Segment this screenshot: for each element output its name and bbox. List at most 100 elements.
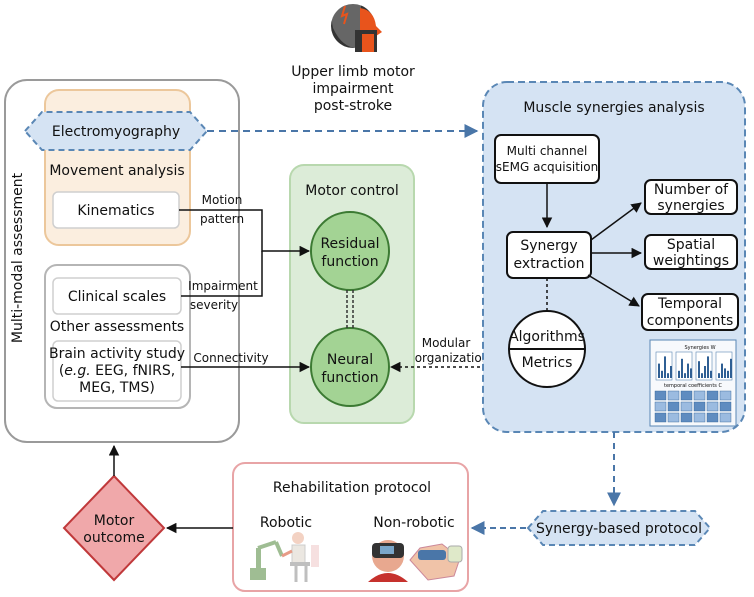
synergy-plot-thumbnail: Synergies W temporal coefficients C: [649, 339, 737, 427]
synergy-based-protocol-label: Synergy-based protocol: [536, 521, 702, 537]
thumbnail-weights: [655, 351, 733, 381]
thumbnail-cell: [719, 412, 732, 423]
residual-function-line2: function: [321, 254, 378, 270]
electromyography-hexagon[interactable]: [23, 111, 209, 151]
thumbnail-subtitle: temporal coefficients C: [664, 383, 722, 389]
motor-outcome-line2: outcome: [83, 530, 144, 546]
neural-function-node[interactable]: [310, 327, 390, 407]
thumbnail-bar: [721, 363, 723, 378]
thumbnail-cell: [667, 412, 680, 423]
extraction-to-number-arrow: [590, 202, 642, 241]
number-of-synergies-box[interactable]: [644, 179, 738, 215]
motion-pattern-arrow: [179, 209, 311, 257]
thumbnail-bar: [670, 366, 672, 378]
kinematics-label: Kinematics: [77, 203, 154, 219]
temporal-components-box[interactable]: [641, 293, 739, 331]
extraction-to-temporal-arrow: [587, 274, 640, 307]
thumbnail-bar: [701, 373, 703, 378]
synergy-extraction-box[interactable]: [506, 231, 592, 279]
thumbnail-bar: [704, 366, 706, 378]
thumbnail-cell: [667, 390, 680, 401]
motor-control-title: Motor control: [305, 183, 398, 199]
motor-outcome-line1: Motor: [94, 513, 135, 529]
synergy-analysis-title: Muscle synergies analysis: [523, 100, 704, 116]
thumbnail-cell: [654, 401, 667, 412]
thumbnail-cell: [680, 412, 693, 423]
semg-acquisition-line1: Multi channel: [507, 144, 588, 158]
residual-function-node[interactable]: [310, 211, 390, 291]
thumbnail-title: Synergies W: [684, 345, 715, 351]
neural-function-line1: Neural: [327, 352, 373, 368]
robotic-rehab-illustration: [250, 532, 319, 582]
thumbnail-cell: [654, 412, 667, 423]
metrics-label: Metrics: [522, 355, 573, 371]
thumbnail-bar: [661, 370, 663, 378]
rehabilitation-title: Rehabilitation protocol: [273, 480, 431, 496]
brain-activity-line1: Brain activity study: [49, 346, 185, 362]
thumbnail-bar: [724, 368, 726, 378]
motion-label-line1: Motion: [202, 193, 243, 207]
algorithms-label: Algorithms: [509, 329, 585, 345]
number-of-synergies-line1: Number of: [654, 182, 729, 198]
non-robotic-label: Non-robotic: [373, 515, 455, 531]
thumbnail-bar: [667, 373, 669, 378]
synergy-extraction-line1: Synergy: [520, 238, 577, 254]
thumbnail-bar: [664, 356, 666, 378]
spatial-weightings-box[interactable]: [644, 234, 738, 270]
thumbnail-bar: [658, 363, 660, 378]
brain-activity-line2: (e.g. EEG, fNIRS,: [59, 363, 175, 379]
residual-function-line1: Residual: [320, 236, 379, 252]
thumbnail-cell: [706, 412, 719, 423]
thumbnail-cell: [680, 401, 693, 412]
brain-activity-box[interactable]: [52, 340, 182, 402]
impairment-severity-arrow: [181, 251, 263, 297]
synergy-based-protocol-hexagon[interactable]: [526, 510, 712, 546]
brain-activity-eg: e.g.: [64, 363, 90, 379]
brain-activity-line2-rest: EEG, fNIRS,: [91, 363, 176, 379]
thumbnail-bar: [730, 358, 732, 378]
thumbnail-cell: [654, 390, 667, 401]
stroke-head-icon: [331, 1, 382, 52]
thumbnail-bar: [727, 370, 729, 378]
synergy-extraction-line2: extraction: [514, 256, 585, 272]
impairment-label-line2: severity: [190, 298, 238, 312]
clinical-scales-label: Clinical scales: [68, 289, 166, 305]
non-robotic-rehab-illustration: [368, 540, 463, 582]
modular-label-line1: Modular: [422, 336, 471, 350]
thumbnail-bar: [698, 361, 700, 378]
thumbnail-bar: [684, 373, 686, 378]
thumbnail-cell: [706, 401, 719, 412]
thumbnail-bar: [710, 370, 712, 378]
impairment-label-line1: Impairment: [188, 279, 258, 293]
other-assessments-label: Other assessments: [50, 319, 184, 335]
temporal-components-line1: Temporal: [657, 296, 722, 312]
thumbnail-bar: [690, 368, 692, 378]
motor-outcome-diamond[interactable]: [62, 474, 166, 582]
semg-acquisition-line2: sEMG acquisition: [496, 160, 598, 174]
thumbnail-cell: [719, 390, 732, 401]
semg-acquisition-box[interactable]: [494, 134, 600, 184]
top-title-line3: post-stroke: [314, 98, 392, 114]
top-title-line2: impairment: [312, 81, 394, 97]
motion-label-line2: pattern: [200, 212, 244, 226]
neural-function-line2: function: [321, 370, 378, 386]
assessment-side-label: Multi-modal assessment: [10, 172, 26, 343]
spatial-weightings-line1: Spatial: [667, 237, 715, 253]
thumbnail-bar: [678, 370, 680, 378]
thumbnail-bar: [718, 373, 720, 378]
thumbnail-cell: [719, 401, 732, 412]
thumbnail-bar: [687, 363, 689, 378]
electromyography-label: Electromyography: [52, 124, 180, 140]
thumbnail-cell: [693, 390, 706, 401]
spatial-weightings-line2: weightings: [653, 253, 729, 269]
top-title-line1: Upper limb motor: [291, 64, 415, 80]
thumbnail-cell: [680, 390, 693, 401]
thumbnail-coefficients: [654, 390, 732, 423]
brain-activity-line3: MEG, TMS): [79, 380, 155, 396]
connectivity-label: Connectivity: [193, 351, 268, 365]
thumbnail-cell: [706, 390, 719, 401]
thumbnail-bar: [707, 356, 709, 378]
temporal-components-line2: components: [647, 313, 734, 329]
thumbnail-bar: [681, 358, 683, 378]
thumbnail-cell: [693, 401, 706, 412]
